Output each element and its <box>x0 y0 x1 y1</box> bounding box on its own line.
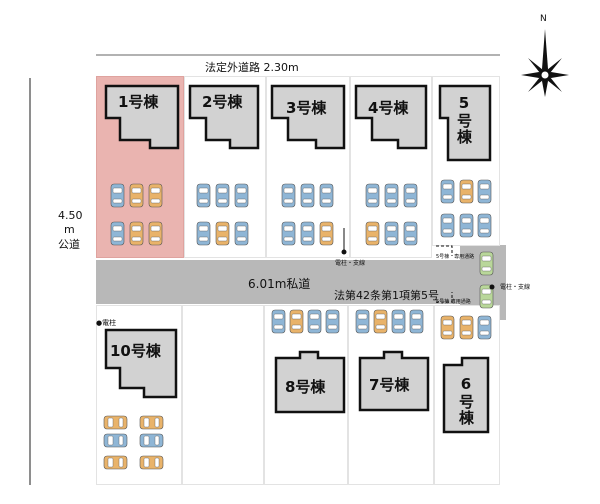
building-6 <box>442 356 490 434</box>
north-label: N <box>540 14 547 24</box>
building-10 <box>104 328 178 399</box>
left-road-name: 公道 <box>58 238 80 251</box>
building-5 <box>438 84 492 162</box>
top-road-label: 法定外道路 2.30m <box>205 61 299 74</box>
pole-dot-2 <box>489 284 495 290</box>
private-road-label: 6.01m私道 <box>248 277 311 291</box>
left-road-width: 4.50 <box>58 209 83 222</box>
compass-rose <box>521 29 569 97</box>
building-7 <box>358 350 430 412</box>
path-label-1: 5号棟 専用通路 <box>436 254 475 260</box>
path-label-2: 5号棟 専用通路 <box>436 299 471 305</box>
house-label-3: 3号棟 <box>286 99 327 117</box>
left-road-unit: m <box>64 223 75 236</box>
pole-label: ●電柱 <box>96 319 117 327</box>
house-label-1: 1号棟 <box>118 93 159 111</box>
house-label-7: 7号棟 <box>369 376 410 394</box>
pole-support-label-1: 電柱・支線 <box>335 260 366 267</box>
pole-support-label-2: 電柱・支線 <box>500 284 531 291</box>
building-2 <box>188 84 260 150</box>
building-3 <box>270 84 346 150</box>
house-label-10: 10号棟 <box>110 342 161 360</box>
house-label-6: 6号棟 <box>457 375 475 426</box>
building-4 <box>354 84 428 150</box>
house-label-4: 4号棟 <box>368 99 409 117</box>
lot-blank[interactable] <box>182 305 264 485</box>
private-road <box>96 260 500 304</box>
building-1 <box>104 84 180 150</box>
house-label-5: 5号棟 <box>455 94 473 145</box>
legal-note-label: 法第42条第1項第5号 <box>334 289 439 302</box>
building-8 <box>274 350 346 414</box>
house-label-8: 8号棟 <box>285 378 326 396</box>
house-label-2: 2号棟 <box>202 93 243 111</box>
